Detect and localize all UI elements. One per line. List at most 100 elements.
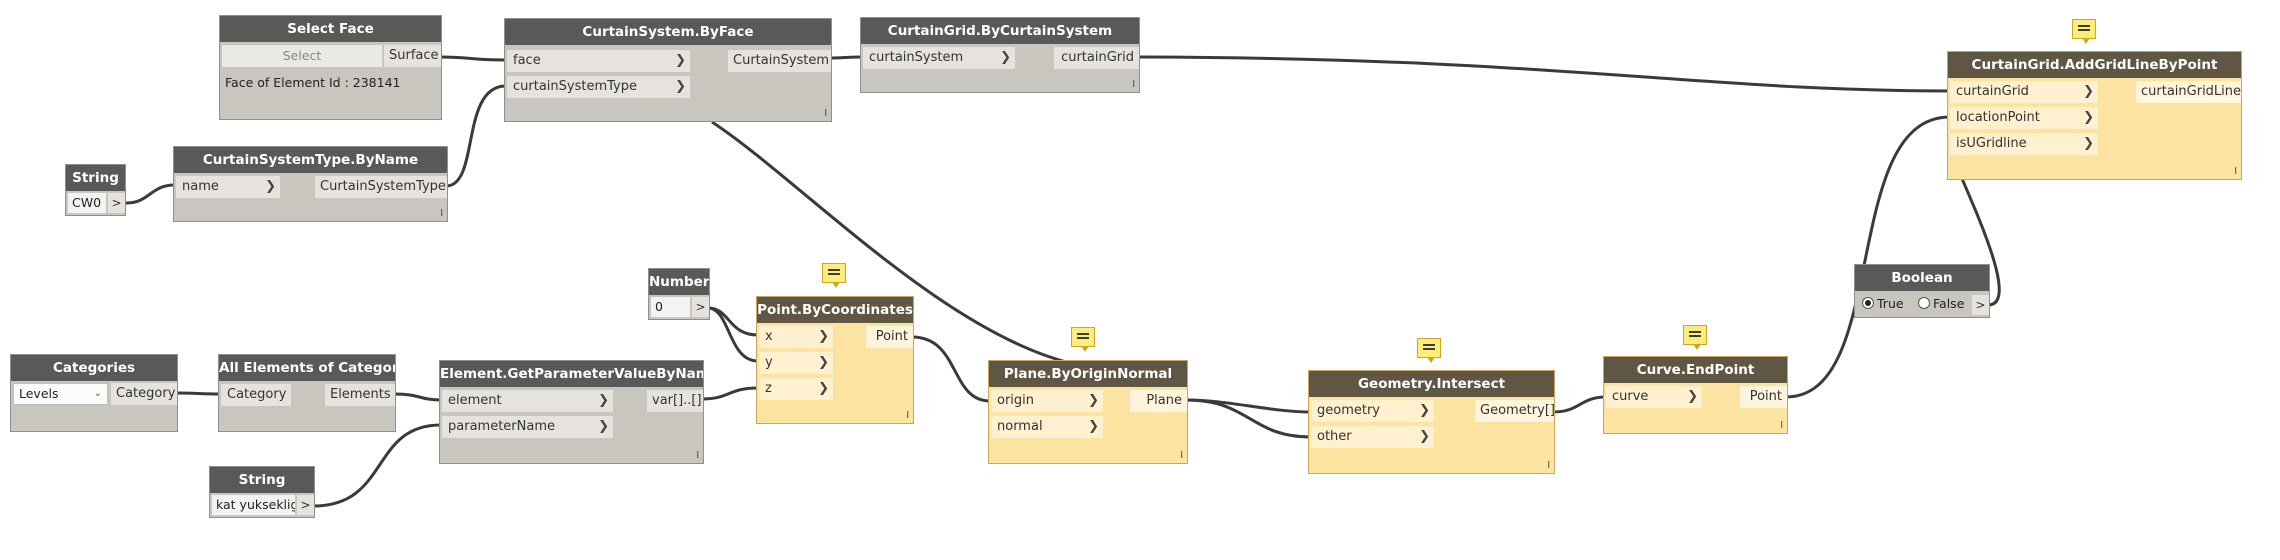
radio-true[interactable]: True: [1862, 294, 1904, 314]
port-label: x: [765, 329, 773, 344]
input-port-geometry[interactable]: geometry❯: [1311, 400, 1434, 422]
curtain-system-type-by-name-node[interactable]: CurtainSystemType.ByName name❯ CurtainSy…: [173, 146, 448, 222]
number-input-node[interactable]: Number 0 >: [648, 268, 710, 320]
input-port-y[interactable]: y❯: [759, 352, 833, 374]
node-title: All Elements of Category: [219, 355, 395, 381]
input-port-parameter-name[interactable]: parameterName❯: [442, 416, 613, 438]
chevron-right-icon: ❯: [598, 393, 609, 408]
wire-endpoint-to-locationpoint: [1785, 115, 1951, 399]
port-label: curtainGrid: [1956, 84, 2029, 99]
input-port-other[interactable]: other❯: [1311, 426, 1434, 448]
radio-false[interactable]: False: [1918, 294, 1964, 314]
lacing-indicator[interactable]: l: [1547, 461, 1550, 471]
node-title: Boolean: [1855, 265, 1989, 291]
output-port-plane[interactable]: Plane: [1130, 390, 1187, 412]
lacing-indicator[interactable]: l: [906, 411, 909, 421]
lacing-indicator[interactable]: l: [1180, 451, 1183, 461]
input-port-curtain-system-type[interactable]: curtainSystemType❯: [507, 76, 690, 98]
input-port-origin[interactable]: origin❯: [991, 390, 1103, 412]
wire-number-to-y: [707, 306, 759, 363]
categories-node[interactable]: Categories Levels⌄ Category: [10, 354, 178, 432]
output-port-curtain-grid-line[interactable]: curtainGridLine: [2136, 81, 2241, 103]
input-port-face[interactable]: face❯: [507, 50, 690, 72]
lacing-indicator[interactable]: l: [1132, 80, 1135, 90]
plane-by-origin-normal-node[interactable]: Plane.ByOriginNormal origin❯ normal ❯ Pla…: [988, 360, 1188, 464]
node-title: Plane.ByOriginNormal: [989, 361, 1187, 387]
node-title: CurtainGrid.AddGridLineByPoint: [1948, 52, 2241, 78]
geometry-intersect-node[interactable]: Geometry.Intersect geometry❯ other❯ Geom…: [1308, 370, 1555, 474]
node-title: Point.ByCoordinates: [757, 297, 913, 323]
output-port-string[interactable]: >: [297, 495, 314, 515]
lacing-indicator[interactable]: l: [696, 451, 699, 461]
chevron-right-icon: ❯: [675, 79, 686, 94]
string-value-field[interactable]: CW0: [68, 193, 106, 213]
boolean-node[interactable]: Boolean True False >: [1854, 264, 1990, 318]
input-port-curtain-system[interactable]: curtainSystem ❯: [863, 47, 1015, 69]
input-port-normal[interactable]: normal ❯: [991, 416, 1103, 438]
input-port-x[interactable]: x❯: [759, 326, 833, 348]
node-title: Categories: [11, 355, 177, 381]
output-port-boolean[interactable]: >: [1972, 295, 1989, 315]
lacing-indicator[interactable]: l: [1780, 421, 1783, 431]
note-icon[interactable]: [1071, 327, 1095, 352]
lacing-indicator[interactable]: l: [824, 109, 827, 119]
port-label: curtainSystem: [869, 50, 964, 65]
select-face-node[interactable]: Select Face Select Surface Face of Eleme…: [219, 15, 442, 120]
port-label: parameterName: [448, 419, 555, 434]
wire-param-to-z: [701, 386, 759, 401]
category-dropdown[interactable]: Levels⌄: [13, 383, 108, 405]
input-port-name[interactable]: name❯: [176, 176, 280, 198]
point-by-coordinates-node[interactable]: Point.ByCoordinates x❯ y❯ z❯ Point l: [756, 296, 914, 424]
output-port-surface[interactable]: Surface: [384, 45, 441, 67]
number-value-field[interactable]: 0: [651, 297, 690, 317]
output-port-curtain-system-type[interactable]: CurtainSystemType: [315, 176, 447, 198]
wire-point-to-origin: [911, 335, 991, 403]
wire-curtaingrid-to-curtaingrid: [1137, 55, 1951, 93]
port-label: normal: [997, 419, 1043, 434]
input-port-curve[interactable]: curve❯: [1606, 386, 1702, 408]
chevron-right-icon: ❯: [1088, 419, 1099, 434]
string-input-node-kat-yuksekligi[interactable]: String kat yuksekligi >: [209, 466, 315, 518]
input-port-category[interactable]: Category: [221, 384, 291, 406]
note-icon[interactable]: [1683, 325, 1707, 350]
input-port-is-u-gridline[interactable]: isUGridline❯: [1950, 133, 2098, 155]
curtain-grid-by-curtain-system-node[interactable]: CurtainGrid.ByCurtainSystem curtainSyste…: [860, 17, 1140, 93]
all-elements-of-category-node[interactable]: All Elements of Category Category Elemen…: [218, 354, 396, 432]
select-button[interactable]: Select: [222, 45, 382, 67]
note-icon[interactable]: [1417, 338, 1441, 363]
input-port-curtain-grid[interactable]: curtainGrid❯: [1950, 81, 2098, 103]
output-port-number[interactable]: >: [692, 297, 709, 317]
radio-icon: [1862, 297, 1874, 309]
output-port-curtain-grid[interactable]: curtainGrid: [1054, 47, 1139, 69]
output-port-point[interactable]: Point: [1740, 386, 1787, 408]
lacing-indicator[interactable]: l: [440, 209, 443, 219]
output-port-point[interactable]: Point: [866, 326, 913, 348]
note-icon[interactable]: [822, 263, 846, 288]
dropdown-value: Levels: [19, 386, 59, 401]
output-port-curtain-system[interactable]: CurtainSystem: [728, 50, 831, 72]
lacing-indicator[interactable]: l: [2234, 167, 2237, 177]
output-port-string[interactable]: >: [108, 193, 125, 213]
curtain-system-by-face-node[interactable]: CurtainSystem.ByFace face❯ curtainSystem…: [504, 18, 832, 122]
port-label: origin: [997, 393, 1035, 408]
input-port-z[interactable]: z❯: [759, 378, 833, 400]
wire-category-to-category: [175, 391, 221, 396]
output-port-geometry-list[interactable]: Geometry[]: [1475, 400, 1555, 422]
curtain-grid-add-grid-line-by-point-node[interactable]: CurtainGrid.AddGridLineByPoint curtainGr…: [1947, 51, 2242, 180]
note-icon[interactable]: [2072, 19, 2096, 44]
element-get-parameter-value-by-name-node[interactable]: Element.GetParameterValueByName element❯…: [439, 360, 704, 464]
wire-string-kat-to-parametername: [312, 423, 442, 508]
string-input-node-cw[interactable]: String CW0 >: [65, 164, 126, 216]
curve-end-point-node[interactable]: Curve.EndPoint curve❯ Point l: [1603, 356, 1788, 434]
node-title: Element.GetParameterValueByName: [440, 361, 703, 387]
port-label: geometry: [1317, 403, 1381, 418]
string-value-field[interactable]: kat yuksekligi: [212, 495, 295, 515]
input-port-location-point[interactable]: locationPoint❯: [1950, 107, 2098, 129]
output-port-elements[interactable]: Elements: [325, 384, 395, 406]
output-port-var[interactable]: var[]..[]: [647, 390, 703, 412]
chevron-right-icon: ❯: [1000, 50, 1011, 65]
face-info-text: Face of Element Id : 238141: [225, 75, 401, 90]
output-port-category[interactable]: Category: [111, 383, 177, 405]
input-port-element[interactable]: element❯: [442, 390, 613, 412]
